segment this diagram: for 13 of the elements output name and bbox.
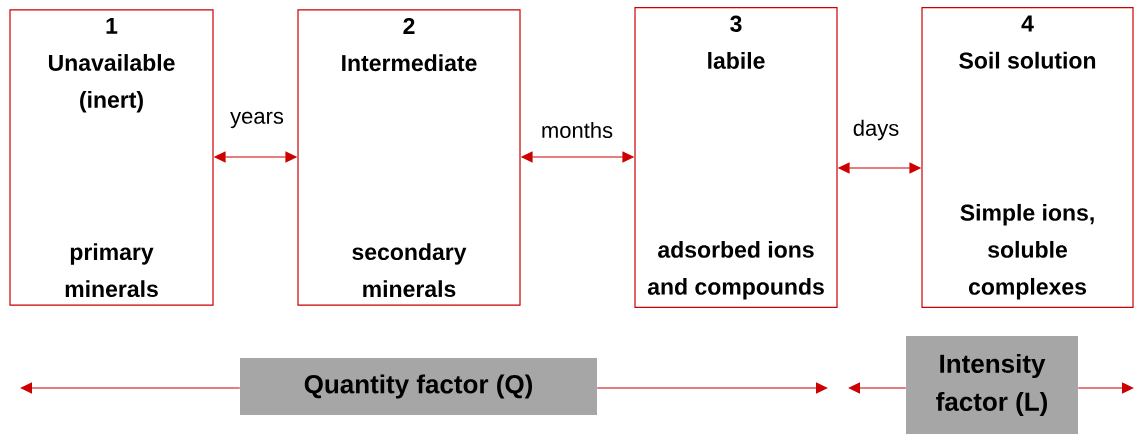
- factor-box: Quantity factor (Q): [240, 358, 597, 415]
- edge-label: days: [851, 118, 901, 142]
- factor-box: Intensity factor (L): [906, 336, 1078, 434]
- arrow: [20, 382, 241, 394]
- pool-box: 1 Unavailable (inert) primary minerals: [9, 9, 214, 306]
- edge-label: months: [539, 120, 615, 140]
- pool-box: 4 Soil solution Simple ions, soluble complexes: [921, 7, 1134, 308]
- arrow: [596, 382, 828, 394]
- edge-label: years: [229, 110, 285, 130]
- pool-box: 3 labile adsorbed ions and compounds: [634, 7, 838, 308]
- pool-box: 2 Intermediate secondary minerals: [297, 9, 521, 306]
- arrow: [1077, 382, 1134, 394]
- arrow: [848, 382, 907, 394]
